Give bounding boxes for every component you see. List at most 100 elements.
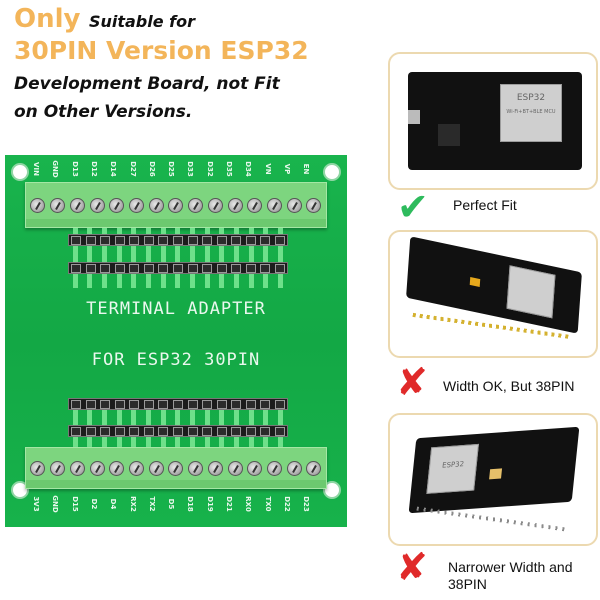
header-pin [216,399,227,409]
pcb-trace [87,228,93,288]
terminal-screw[interactable] [148,460,164,476]
headline-line-1: Only Suitable for [14,4,195,34]
terminal-screw[interactable] [30,197,46,213]
pcb-trace [190,228,196,288]
header-pin [85,426,96,436]
usb-port [408,110,420,124]
terminal-screw[interactable] [207,197,223,213]
header-pin [85,263,96,273]
caption-line-1: Narrower Width and [448,559,573,575]
header-pin [158,263,169,273]
panel-perfect-fit: ESP32 Wi-Fi+BT+BLE MCU [388,52,598,190]
terminal-screw[interactable] [69,460,85,476]
header-pin [143,426,154,436]
terminal-screw[interactable] [306,197,322,213]
header-pin [260,235,271,245]
header-pin [187,426,198,436]
terminal-screw[interactable] [227,197,243,213]
panel-narrower-38pin: ESP32 [388,413,598,546]
terminal-screw[interactable] [306,460,322,476]
terminal-screw[interactable] [207,460,223,476]
header-pin [114,235,125,245]
pin-label: RX0 [244,496,253,512]
mounting-hole [11,481,29,499]
pin-label: D34 [244,161,253,177]
terminal-screw[interactable] [128,460,144,476]
header-pin [143,263,154,273]
terminal-screw[interactable] [109,460,125,476]
header-pin [172,263,183,273]
board-title-line-2: FOR ESP32 30PIN [91,350,261,370]
pcb-trace [72,398,78,448]
pin-label: D35 [225,161,233,177]
terminal-screw[interactable] [128,197,144,213]
terminal-screw[interactable] [148,197,164,213]
pcb-trace [160,228,166,288]
terminal-screw[interactable] [109,197,125,213]
terminal-screw[interactable] [266,460,282,476]
terminal-screw[interactable] [188,460,204,476]
header-pin [71,399,82,409]
header-pin [114,263,125,273]
terminal-screw[interactable] [168,197,184,213]
terminal-screw[interactable] [50,460,66,476]
caption-width-ok-38pin: Width OK, But 38PIN [443,378,575,394]
header-pin [100,235,111,245]
silver-pins [416,506,566,532]
terminal-screw[interactable] [69,197,85,213]
chip-label: ESP32 [441,460,465,470]
terminal-screw[interactable] [168,460,184,476]
header-pin [172,399,183,409]
header-pin [172,426,183,436]
pin-label: GND [51,495,60,513]
top-header-row-1 [68,234,288,246]
pin-label: D23 [302,496,311,512]
terminal-screw[interactable] [188,197,204,213]
mounting-hole [323,481,341,499]
pin-label: D32 [205,161,214,177]
terminal-screw[interactable] [89,197,105,213]
header-pin [71,426,82,436]
esp32-module: ESP32 Wi-Fi+BT+BLE MCU [500,84,562,142]
pcb-trace [72,228,78,288]
pcb-trace [131,398,137,448]
terminal-screw[interactable] [286,197,302,213]
pcb-trace [160,398,166,448]
terminal-screw[interactable] [247,460,263,476]
pin-label: 3V3 [32,496,40,512]
header-pin [114,399,125,409]
header-pin [245,263,256,273]
usb-uart-chip [438,124,460,146]
chip-sub-label: Wi-Fi+BT+BLE MCU [506,109,556,115]
headline-line-3: Development Board, not Fit [14,74,280,94]
pcb-trace [204,398,210,448]
bottom-header-row-1 [68,398,288,410]
terminal-screw[interactable] [30,460,46,476]
terminal-screw[interactable] [227,460,243,476]
pin-label: TX2 [147,496,156,512]
pcb-trace [278,398,284,448]
header-pin [129,235,140,245]
header-pin [114,426,125,436]
pcb-trace [87,398,93,448]
pin-label: EN [302,163,311,175]
pcb-trace [219,398,225,448]
terminal-screw[interactable] [50,197,66,213]
pin-label: D15 [70,496,79,512]
led-component [489,468,503,480]
pin-label: VN [263,163,272,175]
bottom-terminal-block [25,447,327,489]
terminal-screw[interactable] [89,460,105,476]
header-pin [71,235,82,245]
board-title-line-1: TERMINAL ADAPTER [86,299,266,319]
pin-label: GND [51,160,60,178]
pcb-trace [116,228,122,288]
header-pin [231,235,242,245]
header-pin [245,235,256,245]
pcb-trace [175,228,181,288]
caption-perfect-fit: Perfect Fit [453,197,517,213]
terminal-screw[interactable] [286,460,302,476]
terminal-screw[interactable] [266,197,282,213]
header-pin [245,399,256,409]
terminal-screw[interactable] [247,197,263,213]
